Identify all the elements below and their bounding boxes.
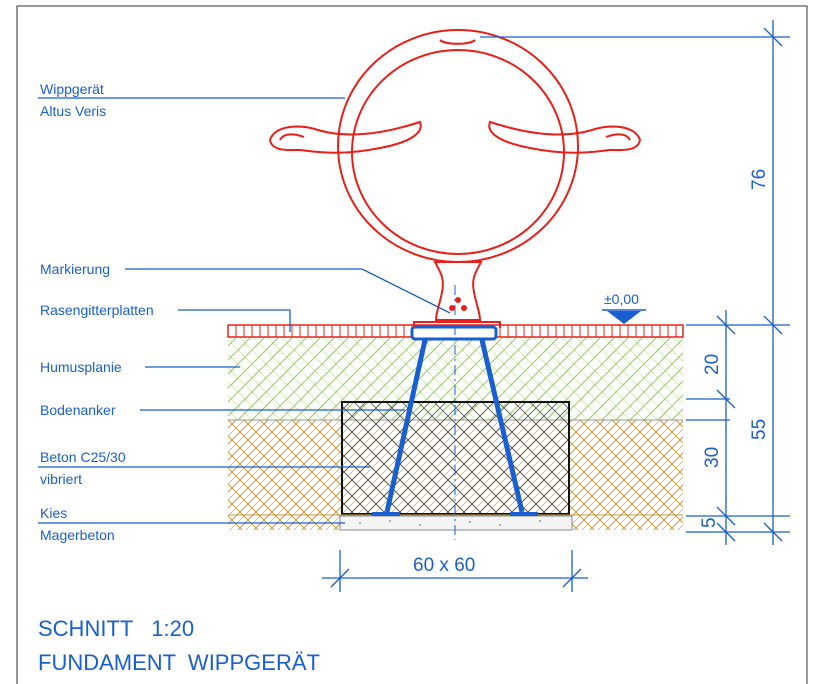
level-text: ±0,00 (604, 291, 639, 307)
label-magerbeton: Magerbeton (40, 527, 115, 543)
label-rasengitterplatten: Rasengitterplatten (40, 302, 154, 318)
dim-30: 30 (702, 447, 723, 468)
leader-lines (38, 97, 451, 524)
dim-76: 76 (749, 169, 770, 190)
label-vibriert: vibriert (40, 471, 82, 487)
dimension-lines-right (480, 20, 790, 545)
title-line-1: SCHNITT 1:20 (38, 616, 194, 641)
dim-20: 20 (702, 354, 723, 375)
label-wippgeraet: Wippgerät (40, 81, 104, 97)
lean-concrete (339, 515, 573, 531)
dim-55: 55 (749, 419, 770, 440)
drawing-frame (16, 5, 808, 684)
dim-5: 5 (699, 517, 720, 528)
label-kies: Kies (40, 505, 67, 521)
label-altus-veris: Altus Veris (40, 103, 106, 119)
marker-dots (449, 297, 467, 311)
label-bodenanker: Bodenanker (40, 402, 116, 418)
title-line-2: FUNDAMENT WIPPGERÄT (38, 650, 320, 675)
rocker-device (268, 29, 642, 328)
dimension-line-bottom (322, 550, 588, 592)
label-humusplanie: Humusplanie (40, 359, 122, 375)
anchor-base-plate (410, 325, 498, 341)
label-beton: Beton C25/30 (40, 449, 126, 465)
ground-anchors (384, 339, 525, 513)
concrete-foundation (341, 401, 570, 515)
label-markierung: Markierung (40, 261, 110, 277)
dim-foundation-size: 60 x 60 (413, 555, 475, 576)
level-triangle (607, 311, 641, 324)
lean-concrete-dots (359, 520, 541, 526)
